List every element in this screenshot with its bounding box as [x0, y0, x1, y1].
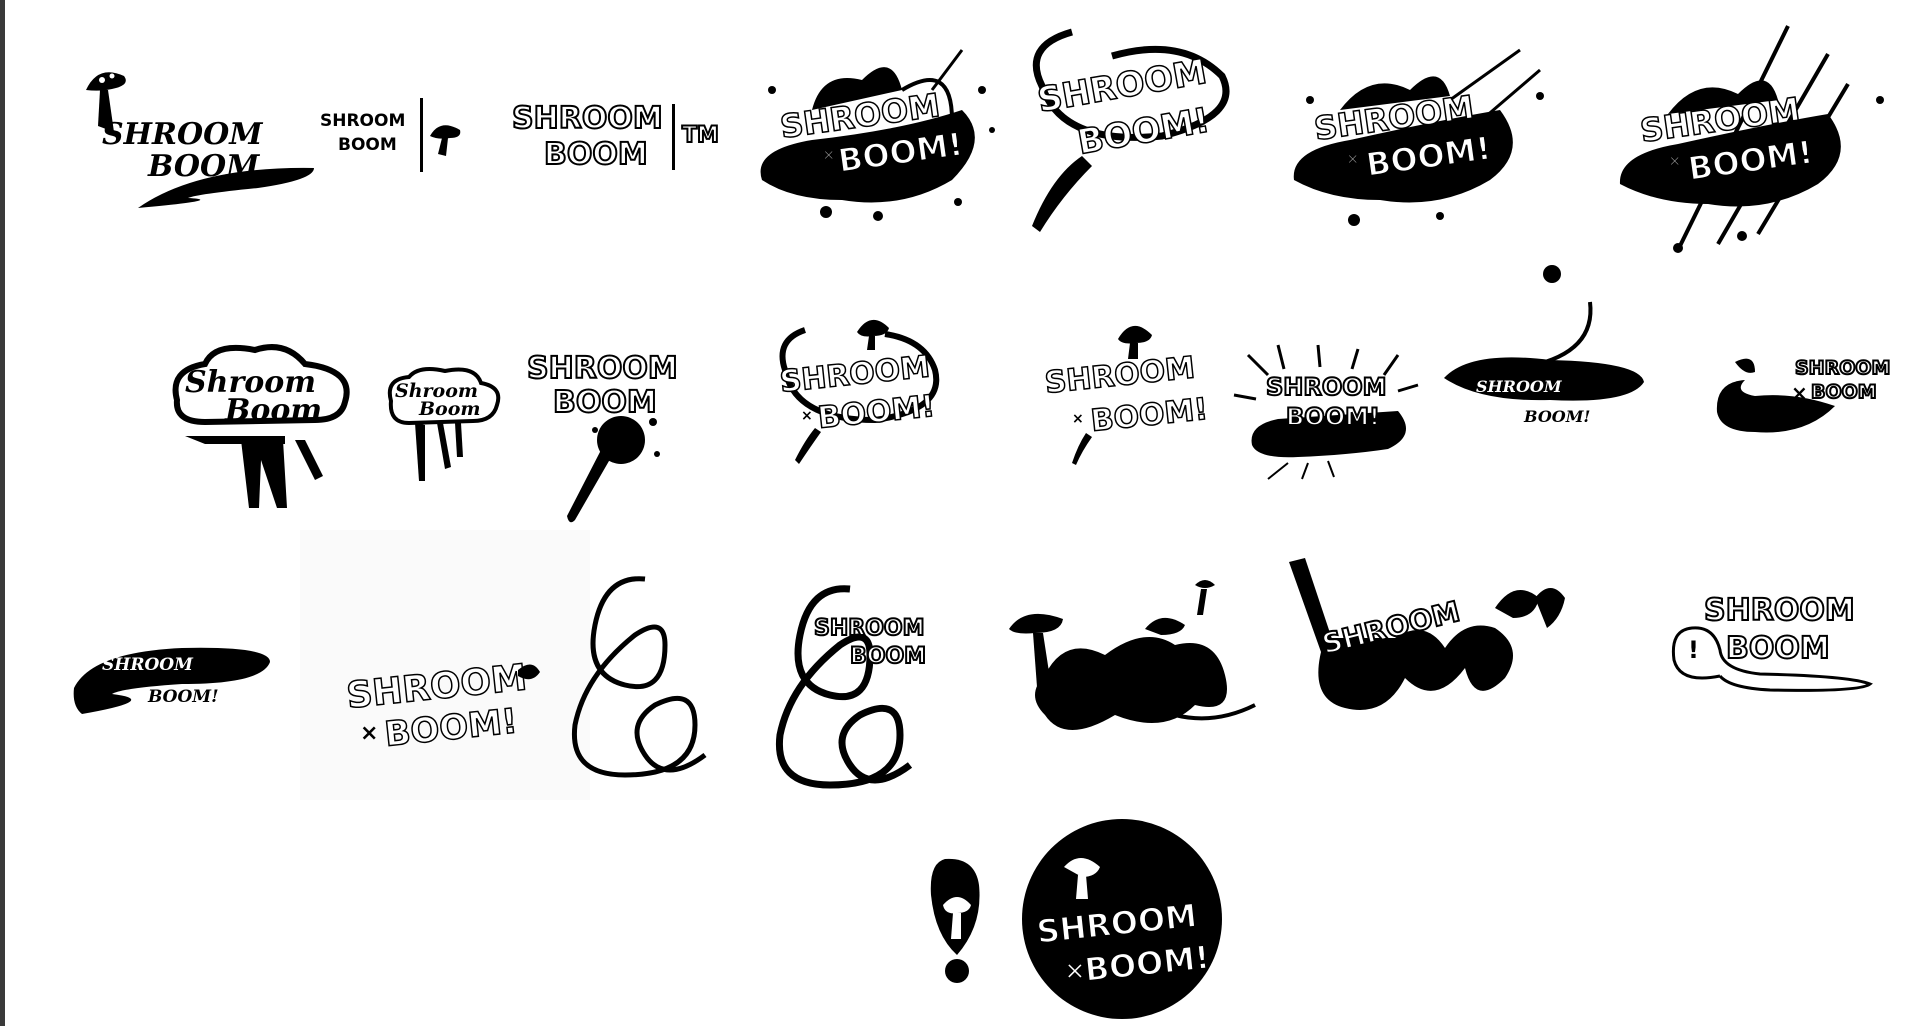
logo-word-1: SHROOM — [102, 655, 194, 675]
logo-r4c2: SHROOM × BOOM! — [1020, 815, 1225, 1020]
logo-r4c1 — [925, 855, 985, 985]
logo-word-2: BOOM — [1811, 381, 1877, 403]
logo-r1c1: SHROOM BOOM — [78, 62, 318, 212]
logo-x: × — [822, 145, 835, 164]
exclamation-mushroom-icon — [930, 858, 980, 983]
stick-icon — [1289, 558, 1335, 652]
logo-word-1: SHROOM — [512, 101, 663, 136]
logo-word-1: SHROOM — [320, 111, 405, 131]
swoosh-icon — [779, 327, 940, 424]
logo-r3c3 — [565, 575, 715, 785]
logo-word-2: BOOM — [338, 135, 397, 155]
swoosh-icon — [1444, 357, 1644, 401]
logo-word-2: BOOM — [553, 385, 657, 420]
logo-x: × — [1668, 151, 1681, 170]
logo-r1c7: SHROOM × BOOM! — [1618, 24, 1888, 254]
logo-x: × — [1791, 381, 1808, 405]
logo-word-1: SHROOM — [1795, 357, 1890, 379]
mushroom-icon — [86, 72, 126, 132]
logo-x: × — [1346, 149, 1359, 168]
mushroom-icon — [857, 319, 889, 350]
drip-icon — [795, 428, 821, 464]
cloud-icon — [387, 367, 501, 481]
logo-word-2: BOOM — [1726, 631, 1830, 666]
swoosh-icon — [1032, 28, 1230, 141]
logo-word-2: BOOM! — [1286, 403, 1380, 431]
logo-r3c1: SHROOM BOOM! — [72, 640, 272, 720]
monogram-sb-icon — [775, 585, 913, 789]
logo-r3c5 — [1005, 575, 1256, 745]
logo-r1c5: SHROOM BOOM! — [1022, 26, 1242, 236]
logo-x: × — [1064, 956, 1086, 986]
mushroom-icon — [1064, 858, 1100, 899]
logo-r3c4: SHROOM BOOM — [770, 585, 940, 795]
logo-r1c3: SHROOM BOOM TM — [510, 96, 730, 176]
logo-r1c2: SHROOM BOOM — [320, 96, 470, 176]
mushroom-icon — [1118, 325, 1152, 359]
splash-icon — [1619, 25, 1884, 253]
logo-word-1: SHROOM — [1043, 350, 1197, 401]
cloud-icon — [172, 344, 350, 508]
divider — [672, 104, 675, 170]
logo-word-2: BOOM! — [147, 687, 219, 707]
logo-r2c3: SHROOM BOOM — [525, 350, 690, 525]
logo-r1c6: SHROOM × BOOM! — [1290, 40, 1550, 230]
logo-r2c1: Shroom Boom — [165, 340, 355, 515]
logo-x: × — [801, 408, 813, 424]
swoosh-icon — [1716, 380, 1835, 433]
logo-r2c5: SHROOM × BOOM! — [1042, 315, 1212, 465]
logo-word-2: Boom — [418, 398, 481, 420]
logo-word-1: SHROOM — [102, 117, 263, 152]
logo-word-1: SHROOM — [1266, 373, 1387, 401]
splash-icon — [760, 49, 995, 221]
divider — [420, 98, 423, 172]
logo-r2c8: SHROOM × BOOM — [1715, 352, 1895, 442]
logo-x: × — [360, 721, 378, 746]
monogram-sb-icon — [571, 576, 707, 778]
logo-word-2: BOOM! — [1089, 392, 1209, 439]
logo-r1c4: SHROOM × BOOM! — [752, 30, 1002, 230]
logo-word-2: BOOM! — [1523, 407, 1590, 426]
logo-word-2: Boom — [224, 393, 322, 428]
drop-icon — [1543, 265, 1561, 283]
panel-bg — [300, 530, 590, 800]
mushroom-icon — [518, 664, 540, 680]
swoosh-icon — [73, 647, 271, 714]
window-edge — [0, 0, 5, 1026]
logo-x: × — [1072, 411, 1084, 427]
swoosh-icon — [1671, 626, 1873, 692]
swoosh-icon — [138, 167, 314, 208]
logo-r2c4: SHROOM × BOOM! — [775, 310, 955, 470]
logo-r2c2: Shroom Boom — [385, 365, 503, 485]
logo-word-2: BOOM! — [816, 389, 936, 436]
ooze-icon — [1318, 625, 1513, 710]
trademark-mark: TM — [682, 123, 719, 148]
logo-word-2: BOOM — [850, 644, 926, 669]
splash-icon — [1293, 48, 1544, 226]
drip-icon — [1072, 433, 1092, 465]
logo-word-2: BOOM — [544, 137, 648, 172]
smoke-icon — [1035, 637, 1227, 730]
logo-r2c6: SHROOM BOOM! — [1228, 344, 1428, 480]
logo-r3c6: SHROOM — [1285, 558, 1570, 718]
logo-word-1: SHROOM — [1476, 377, 1563, 396]
logo-word-1: SHROOM — [527, 351, 678, 386]
logo-r3c2: SHROOM × BOOM! — [300, 530, 590, 800]
mushroom-icon — [430, 125, 461, 156]
logo-word-1: SHROOM — [814, 616, 925, 641]
logo-r2c7: SHROOM BOOM! — [1440, 262, 1650, 432]
logo-word-1: Shroom — [185, 365, 316, 400]
logo-r3c7: SHROOM BOOM ! — [1670, 590, 1875, 695]
burst-icon — [1233, 344, 1419, 480]
exclamation-icon: ! — [1688, 636, 1699, 664]
logo-word-1: SHROOM — [1704, 593, 1855, 628]
splash-icon — [567, 416, 660, 523]
mushroom-icon — [1495, 588, 1565, 628]
drip-icon — [1032, 156, 1092, 232]
logo-word-1: Shroom — [395, 380, 478, 402]
